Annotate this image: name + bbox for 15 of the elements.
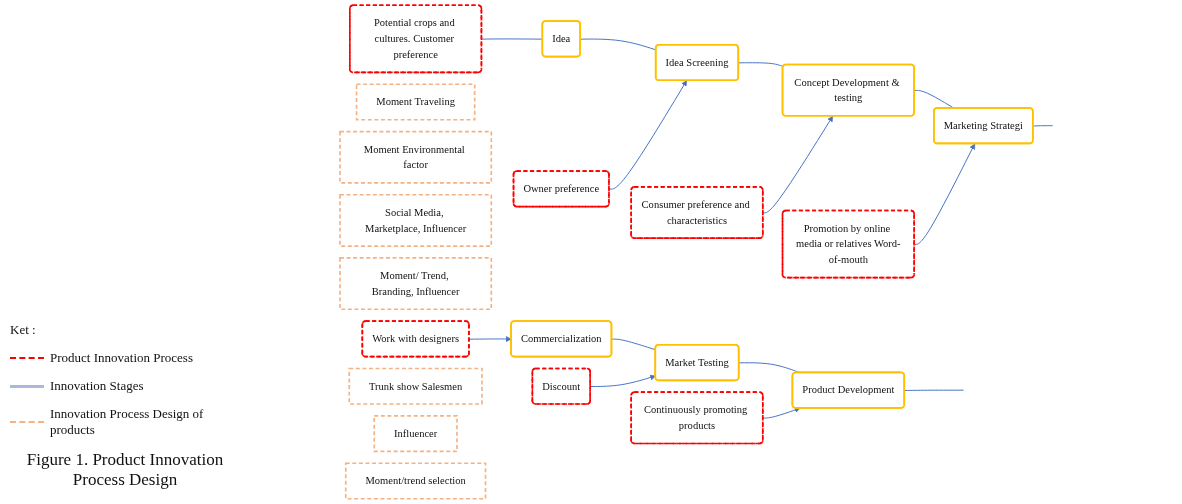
node-box: Moment Traveling [355,83,476,121]
node-box: Moment Environmental factor [339,130,493,184]
connector [1032,125,1054,127]
node-box: Social Media, Marketplace, Influencer [339,193,493,247]
node-box: Trunk show Salesmen [348,367,483,405]
legend-text: Innovation Stages [50,378,144,394]
legend-text: Innovation Process Design of products [50,406,205,438]
node-box: Moment/trend selection [344,462,487,500]
legend-heading: Ket : [10,322,37,338]
legend-text: Product Innovation Process [50,350,193,366]
connector [904,389,965,391]
node-box: Influencer [373,415,458,453]
figure-caption: Figure 1. Product Innovation Process Design [25,450,225,490]
connector [738,62,784,68]
node-box: Moment/ Trend, Branding, Influencer [339,257,493,311]
